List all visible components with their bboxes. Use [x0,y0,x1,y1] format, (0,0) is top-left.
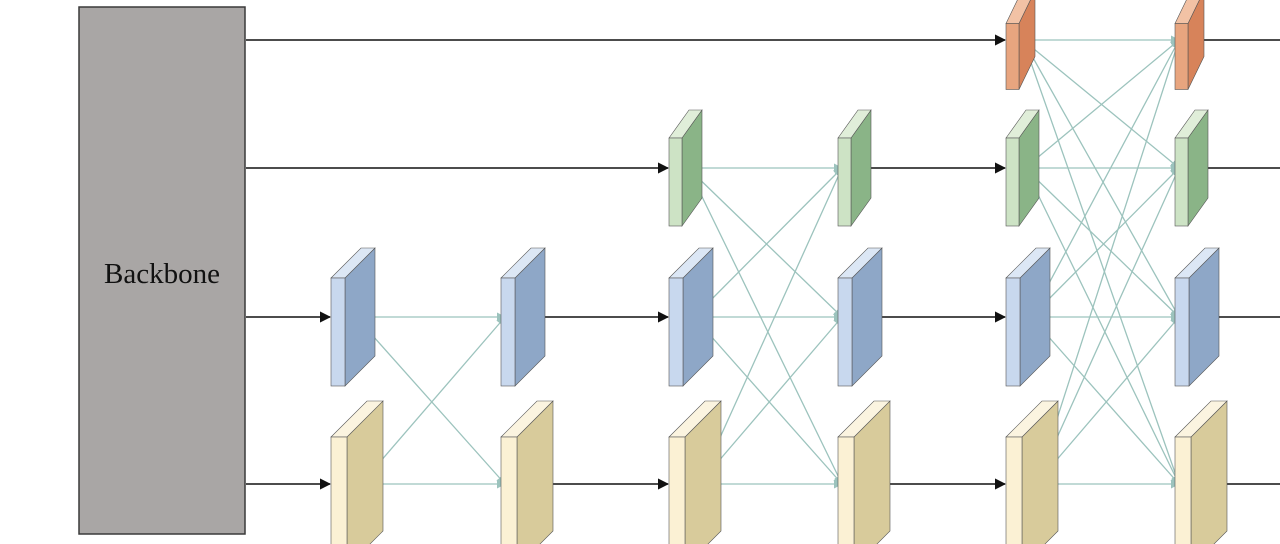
cross-link-beige-to-blue [360,316,506,485]
cross-link-green-to-beige [1024,167,1180,485]
block-green-col-6 [1174,109,1209,227]
cross-link-blue-to-beige [693,316,843,485]
block-front-face [1005,436,1023,544]
block-front-face [1005,137,1020,227]
block-green-col-5 [1005,109,1040,227]
block-front-face [668,436,686,544]
straight-connections [246,34,1280,490]
block-front-face [500,436,518,544]
cross-link-green-to-orange [1024,39,1180,169]
block-front-face [1174,277,1190,387]
backbone-rect [78,6,246,535]
block-blue-col-5 [1005,247,1051,387]
block-beige-col-2 [500,400,554,544]
block-blue-col-4 [837,247,883,387]
block-front-face [668,277,684,387]
block-front-face [837,436,855,544]
cross-link-blue-to-beige [355,316,506,485]
cross-link-blue-to-green [693,167,843,318]
cross-link-beige-to-orange [1035,39,1181,485]
block-beige-col-5 [1005,400,1059,544]
cross-link-orange-to-blue [1022,39,1180,318]
block-green-col-3 [668,109,703,227]
block-blue-col-1 [330,247,376,387]
cross-link-beige-to-blue [1035,316,1180,485]
block-front-face [330,436,348,544]
block-orange-col-6 [1174,0,1205,90]
block-front-face [1005,277,1021,387]
block-blue-col-6 [1174,247,1220,387]
block-beige-col-1 [330,400,384,544]
block-front-face [330,277,346,387]
block-blue-col-2 [500,247,546,387]
cross-link-beige-to-green [698,167,843,485]
cross-link-blue-to-orange [1030,39,1180,318]
block-beige-col-6 [1174,400,1228,544]
block-front-face [668,137,683,227]
cross-link-green-to-blue [1024,167,1180,318]
block-orange-col-5 [1005,0,1036,90]
cross-link-beige-to-green [1035,167,1180,485]
block-front-face [837,277,853,387]
block-beige-col-4 [837,400,891,544]
backbone-block: Backbone [78,6,246,535]
cross-link-orange-to-beige [1022,39,1181,485]
block-blue-col-3 [668,247,714,387]
backbone-label: Backbone [104,258,220,290]
cross-link-blue-to-beige [1030,316,1180,485]
cross-connections [355,35,1181,489]
cross-link-beige-to-blue [698,316,843,485]
block-beige-col-3 [668,400,722,544]
feature-blocks [330,0,1228,544]
cross-link-blue-to-green [1030,167,1180,318]
block-front-face [1005,23,1020,90]
block-front-face [1174,436,1192,544]
block-front-face [500,277,516,387]
block-front-face [837,137,852,227]
block-front-face [1174,137,1189,227]
block-front-face [1174,23,1189,90]
cross-link-green-to-blue [687,167,843,318]
block-green-col-4 [837,109,872,227]
cross-link-green-to-beige [687,167,843,485]
